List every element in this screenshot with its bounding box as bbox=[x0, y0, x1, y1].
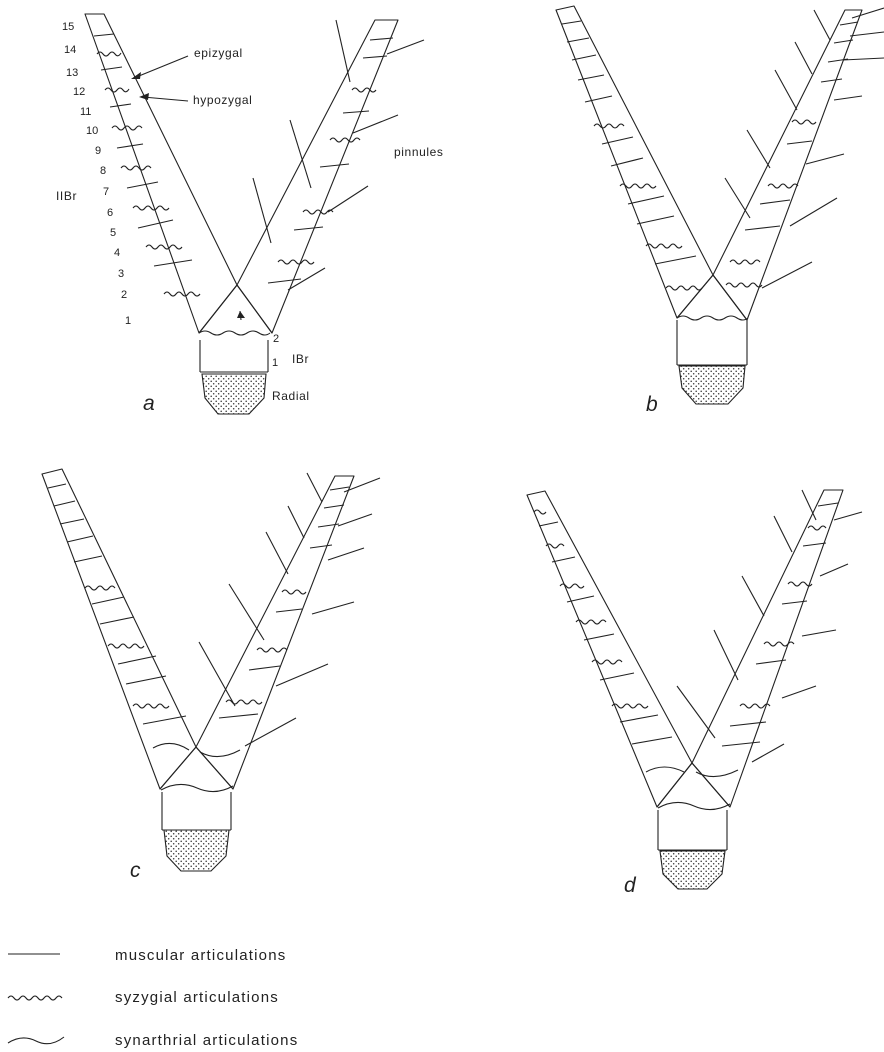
radial-plate bbox=[679, 366, 745, 404]
pinnules-label: pinnules bbox=[394, 145, 444, 159]
pinnules bbox=[199, 473, 380, 746]
brachial-number: 13 bbox=[66, 67, 78, 79]
right-arm-articulations bbox=[268, 38, 393, 283]
brachial-number: 7 bbox=[103, 186, 109, 198]
panel-c: c bbox=[42, 469, 380, 882]
brachial-number: 8 bbox=[100, 165, 106, 177]
legend: muscular articulations syzygial articula… bbox=[8, 947, 298, 1049]
radial-plate bbox=[164, 830, 229, 871]
left-arm-articulations bbox=[94, 34, 200, 296]
left-arm bbox=[85, 14, 237, 333]
synarthrial-symbol bbox=[8, 1037, 64, 1044]
panel-b: b bbox=[556, 6, 884, 416]
right-arm-articulations bbox=[696, 503, 838, 777]
legend-syzygial-label: syzygial articulations bbox=[115, 989, 279, 1006]
radial-label: Radial bbox=[272, 389, 310, 403]
brachial-number: 4 bbox=[114, 247, 120, 259]
syzygial-symbol bbox=[8, 996, 62, 1000]
left-arm-articulations bbox=[534, 510, 684, 772]
radial-plate bbox=[202, 374, 266, 414]
axillary-ibr2 bbox=[199, 285, 272, 335]
panel-letter-a: a bbox=[143, 392, 155, 415]
iibr-label: IIBr bbox=[56, 189, 77, 203]
right-arm-articulations bbox=[200, 487, 349, 757]
left-arm-articulations bbox=[562, 21, 702, 290]
legend-synarthrial-label: synarthrial articulations bbox=[115, 1032, 298, 1049]
brachial-number: 5 bbox=[110, 227, 116, 239]
ibr-number-2: 2 bbox=[273, 333, 279, 345]
pinnules bbox=[725, 8, 884, 288]
legend-syzygial: syzygial articulations bbox=[8, 989, 279, 1006]
epizygal-label: epizygal bbox=[194, 46, 243, 60]
radial-plate bbox=[660, 851, 725, 889]
brachial-number: 6 bbox=[107, 207, 113, 219]
ibr-number-1: 1 bbox=[272, 357, 278, 369]
right-arm bbox=[237, 20, 424, 333]
panel-letter-b: b bbox=[646, 393, 658, 416]
pinnules bbox=[677, 490, 862, 762]
panel-letter-c: c bbox=[130, 859, 141, 882]
brachial-number: 2 bbox=[121, 289, 127, 301]
brachial-number: 1 bbox=[125, 315, 131, 327]
ibr1 bbox=[200, 340, 268, 372]
ibr-label: IBr bbox=[292, 352, 309, 366]
legend-muscular: muscular articulations bbox=[8, 947, 286, 964]
brachial-number: 14 bbox=[64, 44, 76, 56]
hypozygal-label: hypozygal bbox=[193, 93, 252, 107]
brachial-number: 9 bbox=[95, 145, 101, 157]
brachial-number: 12 bbox=[73, 86, 85, 98]
brachial-number: 11 bbox=[80, 106, 91, 118]
legend-muscular-label: muscular articulations bbox=[115, 947, 286, 964]
brachial-number: 10 bbox=[86, 125, 98, 137]
panel-letter-d: d bbox=[624, 874, 637, 897]
legend-synarthrial: synarthrial articulations bbox=[8, 1032, 298, 1049]
brachial-number: 3 bbox=[118, 268, 124, 280]
brachial-number: 15 bbox=[62, 21, 74, 33]
right-arm-articulations bbox=[726, 22, 858, 287]
panel-a: epizygal hypozygal pinnules IIBr IBr Rad… bbox=[56, 14, 444, 415]
left-arm-articulations bbox=[48, 484, 189, 750]
panel-d: d bbox=[527, 490, 862, 897]
